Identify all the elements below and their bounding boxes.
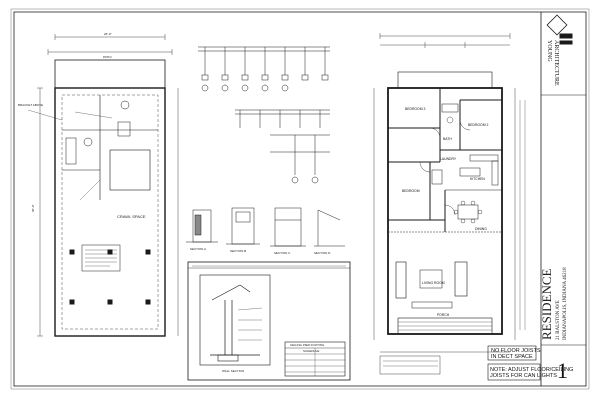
firm-name-2: ARCHITECTURE <box>553 40 559 86</box>
room-bedroom3: BEDROOM 3 <box>405 107 425 111</box>
left-dim-top: 26'-0" <box>104 32 112 36</box>
room-kitchen: KITCHEN <box>470 177 485 181</box>
project-address-2: INDIANAPOLIS, INDIANA 46218 <box>563 267 568 340</box>
note-floor-joists: NO FLOOR JOISTS <box>491 348 541 354</box>
title-block <box>540 12 586 386</box>
sheet-border <box>13 11 587 387</box>
room-dining: DINING <box>475 227 487 231</box>
wall-section-label: WALL SECTION <box>222 369 244 373</box>
detail-label-2: SECTION B <box>230 249 246 253</box>
sheet-number: 1 <box>557 358 568 383</box>
detail-label-1: SECTION A <box>190 247 206 251</box>
plan-notes <box>379 345 541 381</box>
sheet-border-outer <box>10 8 590 390</box>
left-crawl-label: CRAWL SPACE <box>117 214 146 219</box>
note-adjust-2: JOISTS FOR CAN LIGHTS <box>490 373 557 379</box>
room-living: LIVING ROOM <box>422 281 445 285</box>
room-bedroom2: BEDROOM 2 <box>468 123 488 127</box>
room-bedroom: BEDROOM <box>402 189 420 193</box>
left-note-bracket: BRACKET ABOVE <box>18 103 43 107</box>
room-laundry: LAUNDRY <box>440 157 457 161</box>
room-bath: BATH <box>443 137 452 141</box>
footing-details-top <box>198 46 330 184</box>
wall-section-detail <box>187 261 351 381</box>
left-floor-plan <box>27 34 179 337</box>
note-floor-joists-2: IN DECT SPACE <box>491 354 533 360</box>
detail-label-3: SECTION C <box>274 251 291 255</box>
schedule-title: CEILING PIER FOOTING <box>290 343 325 347</box>
detail-label-4: SECTION D <box>314 251 331 255</box>
project-title: RESIDENCE <box>539 268 554 340</box>
firm-name-1: YOUNG <box>546 40 552 62</box>
room-porch: PORCH <box>437 313 450 317</box>
left-dim-side: 60'-0" <box>31 204 35 212</box>
section-details <box>186 207 345 247</box>
schedule-header: SCHEDULE <box>303 349 319 353</box>
project-address-1: 21 RALSTON AVE <box>556 300 561 340</box>
right-floor-plan <box>373 33 526 353</box>
note-adjust: NOTE: ADJUST FLOOR/CEILING <box>490 367 573 373</box>
left-patio-label: PATIO <box>103 55 112 59</box>
